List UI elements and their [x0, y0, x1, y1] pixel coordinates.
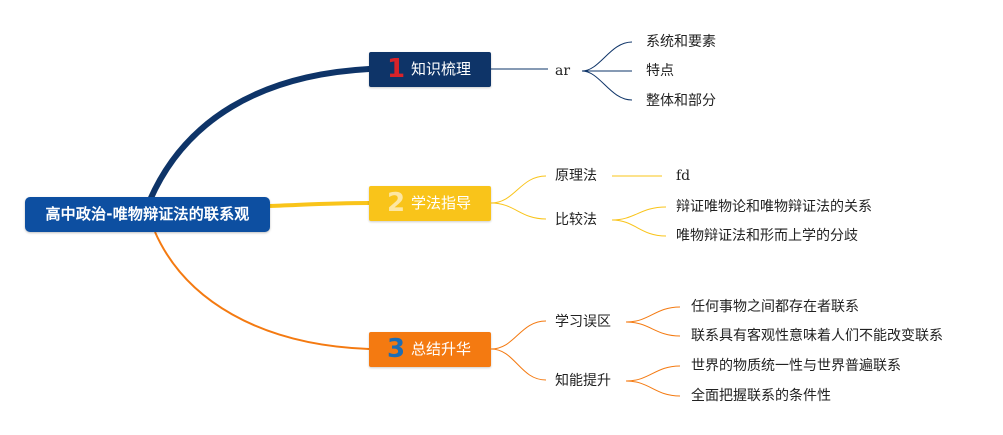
- branch-label-1: 知识梳理: [411, 60, 472, 78]
- leaf-topic[interactable]: 辩证唯物论和唯物辩证法的关系: [676, 199, 872, 215]
- leaf-topic[interactable]: fd: [676, 168, 691, 184]
- leaf-topic[interactable]: 世界的物质统一性与世界普遍联系: [691, 358, 901, 374]
- leaf-topic[interactable]: 唯物辩证法和形而上学的分歧: [676, 228, 858, 244]
- subtopic-misconceptions[interactable]: 学习误区: [555, 314, 611, 330]
- branch-label-2: 学法指导: [411, 194, 472, 212]
- leaf-topic[interactable]: 任何事物之间都存在者联系: [691, 299, 859, 315]
- branch-topic-3[interactable]: 3 总结升华: [369, 332, 491, 367]
- leaf-topic[interactable]: 特点: [646, 63, 674, 79]
- root-topic[interactable]: 高中政治-唯物辩证法的联系观: [25, 197, 270, 232]
- subtopic-comparison-method[interactable]: 比较法: [555, 212, 597, 228]
- leaf-topic[interactable]: 整体和部分: [646, 93, 716, 109]
- branch-topic-1[interactable]: 1 知识梳理: [369, 52, 491, 87]
- subtopic-ability-improvement[interactable]: 知能提升: [555, 373, 611, 389]
- subtopic-principle-method[interactable]: 原理法: [555, 168, 597, 184]
- branch-topic-2[interactable]: 2 学法指导: [369, 186, 491, 221]
- branch-label-3: 总结升华: [411, 340, 472, 358]
- branch-number-1: 1: [386, 54, 406, 84]
- leaf-topic[interactable]: 系统和要素: [646, 34, 716, 50]
- branch-number-2: 2: [386, 188, 406, 218]
- leaf-topic[interactable]: 全面把握联系的条件性: [691, 388, 831, 404]
- branch-number-3: 3: [386, 334, 406, 364]
- leaf-topic[interactable]: 联系具有客观性意味着人们不能改变联系: [691, 328, 943, 344]
- subtopic-ar[interactable]: ar: [555, 63, 571, 79]
